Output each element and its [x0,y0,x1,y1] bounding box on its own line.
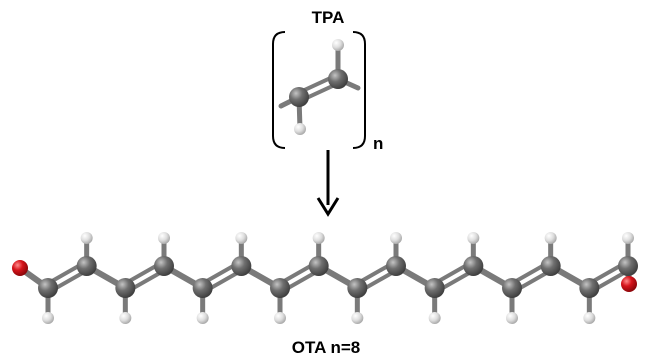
hydrogen-atom [506,312,518,324]
hydrogen-atom [583,312,596,324]
hydrogen-atom [312,232,325,244]
repeat-unit-molecule [278,39,361,135]
carbon-atom [115,278,136,298]
hydrogen-atom [544,232,557,244]
oligomer-chain [12,232,638,324]
right-bracket [352,31,366,149]
bottom-label: OTA n=8 [292,338,360,357]
carbon-atom [289,87,309,107]
hydrogen-atom [80,232,93,244]
carbon-atom [192,278,213,298]
carbon-atom [463,256,484,276]
hydrogen-atom [119,312,132,324]
hydrogen-atom [294,123,306,135]
carbon-atom [579,278,600,298]
carbon-atom [347,278,368,298]
top-label: TPA [312,8,345,27]
hydrogen-atom [158,232,170,244]
down-arrow-icon [316,150,340,217]
oxygen-atom [12,260,28,276]
hydrogen-atom [274,312,286,324]
hydrogen-atom [390,232,402,244]
carbon-atom [154,256,174,276]
carbon-atom [76,256,97,276]
carbon-atom [231,256,252,276]
carbon-atom [502,278,522,298]
hydrogen-atom [332,39,344,51]
carbon-atom [308,256,329,276]
hydrogen-atom [428,312,441,324]
oxygen-atom [621,276,637,292]
carbon-atom [270,278,290,298]
repeat-subscript: n [373,134,383,153]
hydrogen-atom [42,312,54,324]
hydrogen-atom [622,232,634,244]
carbon-atom [618,256,638,276]
hydrogen-atom [235,232,248,244]
carbon-atom [424,278,445,298]
carbon-atom [38,278,58,298]
carbon-atom [540,256,561,276]
hydrogen-atom [196,312,209,324]
left-bracket [272,31,286,149]
hydrogen-atom [351,312,364,324]
carbon-atom [328,69,348,89]
carbon-atom [386,256,406,276]
hydrogen-atom [467,232,480,244]
